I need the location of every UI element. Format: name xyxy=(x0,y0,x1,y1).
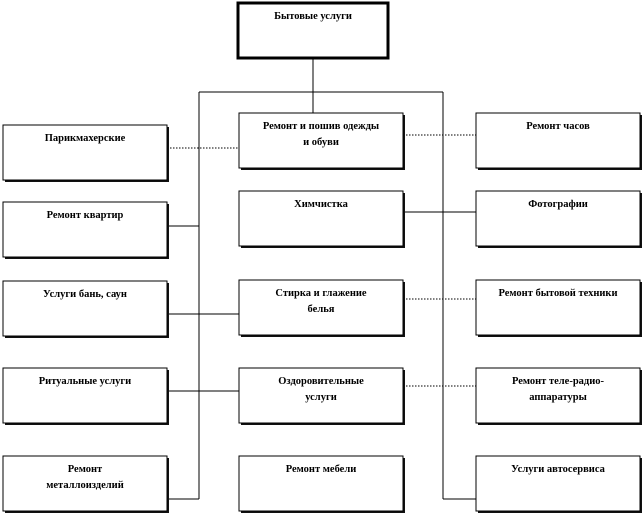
box-right-4: Ремонт теле-радио-аппаратуры xyxy=(475,367,642,425)
box-left-5: Ремонт металлоизделий xyxy=(2,455,169,513)
box-label-line: Парикмахерские xyxy=(45,133,126,144)
box-label-line: Ремонт квартир xyxy=(47,210,124,221)
box-left-4: Ритуальные услуги xyxy=(2,367,169,425)
box-frame xyxy=(238,112,404,169)
box-left-3: Услуги бань, саун xyxy=(2,280,169,338)
box-label-line: Ремонт мебели xyxy=(286,464,357,475)
box-label-line: металлоизделий xyxy=(46,480,124,491)
box-frame xyxy=(475,367,641,424)
box-frame xyxy=(475,279,641,336)
box-frame xyxy=(475,112,641,169)
box-right-1: Ремонт часов xyxy=(475,112,642,170)
box-center-1: Ремонт и пошив одежды и обуви xyxy=(238,112,405,170)
box-label-line: Ремонт xyxy=(68,464,103,475)
root-box: Бытовые услуги xyxy=(236,1,390,60)
box-left-1: Парикмахерские xyxy=(2,124,169,182)
box-label-line: Ремонт и пошив одежды xyxy=(263,121,379,132)
box-label-line: Оздоровительные xyxy=(278,376,364,387)
box-right-3: Ремонт бытовой техники xyxy=(475,279,642,337)
box-label-line: Бытовые услуги xyxy=(274,11,352,22)
box-frame xyxy=(2,201,168,258)
box-label-line: Стирка и глажение xyxy=(275,288,367,299)
box-label-line: аппаратуры xyxy=(529,392,587,403)
box-center-2: Химчистка xyxy=(238,190,405,248)
box-label-line: Фотографии xyxy=(528,199,588,210)
box-frame xyxy=(475,455,641,512)
box-label-line: Ремонт бытовой техники xyxy=(498,288,617,299)
root-label: Бытовые услуги xyxy=(274,11,352,22)
box-label-line: Услуги бань, саун xyxy=(43,289,127,300)
box-label-line: Химчистка xyxy=(294,199,348,210)
box-frame xyxy=(238,367,404,424)
box-label-line: услуги xyxy=(305,392,337,403)
box-frame xyxy=(238,279,404,336)
box-left-2: Ремонт квартир xyxy=(2,201,169,259)
box-frame xyxy=(475,190,641,247)
box-frame xyxy=(2,124,168,181)
box-center-4: Оздоровительные услуги xyxy=(238,367,405,425)
box-frame xyxy=(238,190,404,247)
box-label-line: и обуви xyxy=(303,137,339,148)
connectors xyxy=(167,58,476,500)
box-center-3: Стирка и глажение белья xyxy=(238,279,405,337)
box-label-line: Ремонт часов xyxy=(526,121,590,132)
box-frame xyxy=(2,280,168,337)
box-center-5: Ремонт мебели xyxy=(238,455,405,513)
box-frame xyxy=(2,367,168,424)
box-right-5: Услуги автосервиса xyxy=(475,455,642,513)
box-label-line: белья xyxy=(308,304,335,315)
box-label-line: Услуги автосервиса xyxy=(511,464,606,475)
box-label-line: Ремонт теле-радио- xyxy=(512,376,605,387)
box-frame xyxy=(238,455,404,512)
box-right-2: Фотографии xyxy=(475,190,642,248)
box-frame xyxy=(2,455,168,512)
box-label-line: Ритуальные услуги xyxy=(39,376,131,387)
